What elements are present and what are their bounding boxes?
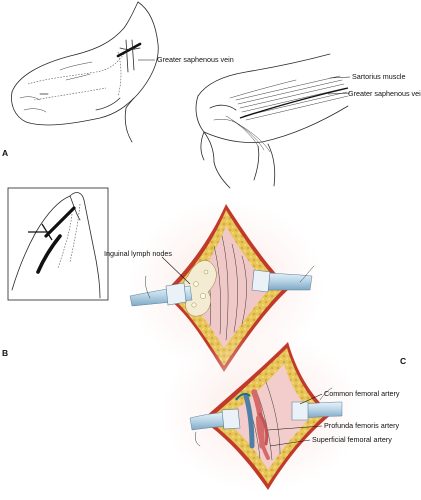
panel-b-operative-field	[128, 200, 324, 372]
incision-line	[116, 42, 142, 58]
label-sartorius-muscle: Sartorius muscle	[352, 72, 406, 81]
label-superficial-femoral-artery: Superficial femoral artery	[312, 435, 392, 444]
leader-lymph-nodes	[161, 256, 191, 285]
label-greater-saphenous-vein-thigh: Greater saphenous vein	[348, 89, 421, 98]
panel-a-leg-drawing	[11, 1, 159, 143]
panel-label-a: A	[2, 148, 8, 158]
sartorius-fibers	[225, 75, 349, 153]
panel-c-operative-field	[162, 332, 362, 492]
saphenous-vein-thigh	[239, 87, 349, 119]
panel-a-knee-drawing	[195, 53, 349, 189]
leader-gsv-thigh	[327, 92, 351, 95]
leader-sartorius	[329, 76, 351, 79]
panel-label-c: C	[400, 356, 406, 366]
panel-label-b: B	[2, 348, 8, 358]
label-inguinal-lymph-nodes: Inguinal lymph nodes	[104, 249, 172, 258]
leader-common-femoral	[299, 393, 323, 405]
femoral-vein	[243, 393, 255, 449]
leader-profunda	[267, 425, 323, 431]
leader-superficial-femoral	[269, 439, 311, 447]
panel-b-inset	[7, 187, 109, 301]
profunda-vessel	[258, 412, 269, 446]
label-profunda-femoris-artery: Profunda femoris artery	[324, 421, 400, 430]
label-common-femoral-artery: Common femoral artery	[324, 389, 400, 398]
label-greater-saphenous-vein-a: Greater saphenous vein	[157, 55, 234, 64]
superficial-femoral-vessel	[256, 416, 270, 460]
